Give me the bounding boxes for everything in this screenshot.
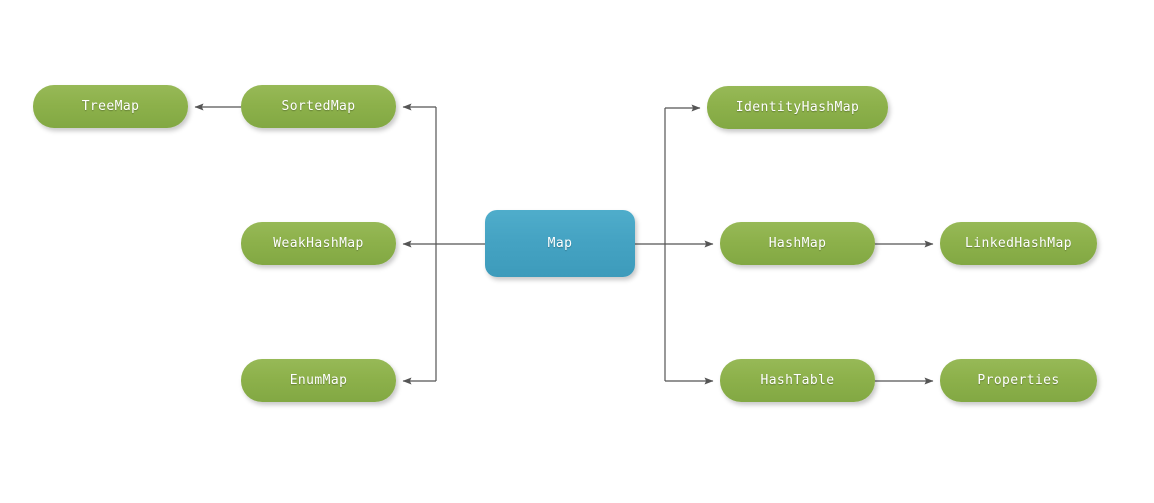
node-label-map: Map [547,236,573,251]
node-hashtable[interactable]: HashTable [720,359,875,402]
node-label-treemap: TreeMap [81,99,140,114]
node-enummap[interactable]: EnumMap [241,359,396,402]
node-label-sortedmap: SortedMap [281,99,356,114]
node-label-properties: Properties [977,373,1060,388]
node-label-weakhashmap: WeakHashMap [273,236,364,251]
node-sortedmap[interactable]: SortedMap [241,85,396,128]
node-label-identityhashmap: IdentityHashMap [735,100,860,115]
node-label-hashmap: HashMap [768,236,827,251]
node-label-hashtable: HashTable [760,373,835,388]
node-hashmap[interactable]: HashMap [720,222,875,265]
node-label-linkedhashmap: LinkedHashMap [965,236,1072,251]
node-label-enummap: EnumMap [289,373,348,388]
node-map[interactable]: Map [485,210,635,277]
node-treemap[interactable]: TreeMap [33,85,188,128]
node-properties[interactable]: Properties [940,359,1097,402]
node-identityhashmap[interactable]: IdentityHashMap [707,86,888,129]
node-linkedhashmap[interactable]: LinkedHashMap [940,222,1097,265]
node-weakhashmap[interactable]: WeakHashMap [241,222,396,265]
